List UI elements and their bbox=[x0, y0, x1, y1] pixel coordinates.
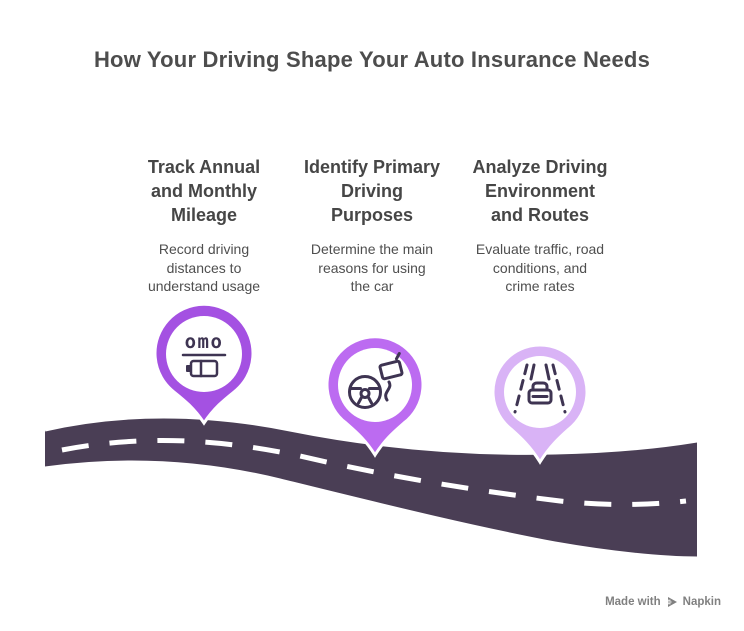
step-3-description-line: conditions, and bbox=[492, 259, 588, 276]
made-with-napkin-badge[interactable]: Made with Napkin bbox=[605, 596, 721, 608]
step-3-heading-line: Environment bbox=[484, 181, 595, 201]
step-2-description-line: the car bbox=[350, 278, 394, 294]
map-pin-mileage: omo bbox=[153, 302, 255, 426]
pin-3-inner-circle bbox=[504, 356, 576, 428]
step-3-description-line: crime rates bbox=[505, 278, 575, 294]
step-3-heading-line: Analyze Driving bbox=[472, 157, 608, 177]
step-3-description: Evaluate traffic, road conditions, and c… bbox=[452, 240, 628, 296]
road-top-edge bbox=[44, 415, 698, 455]
step-1-description-line: understand usage bbox=[147, 278, 261, 294]
pin-2-inner-circle bbox=[338, 348, 412, 422]
step-2-description-line: Determine the main bbox=[310, 241, 434, 257]
step-2-heading: Identify Primary Driving Purposes bbox=[284, 155, 460, 227]
page-title: How Your Driving Shape Your Auto Insuran… bbox=[93, 47, 651, 72]
map-pin-environment bbox=[491, 343, 589, 465]
step-1-heading-line: Mileage bbox=[170, 205, 238, 225]
step-1-description-line: distances to bbox=[166, 259, 242, 276]
step-2-description-line: reasons for using bbox=[318, 259, 426, 276]
odometer-icon: omo bbox=[181, 331, 227, 378]
odometer-gauge bbox=[186, 359, 219, 378]
highway-icon bbox=[513, 363, 567, 414]
step-column-purposes: Identify Primary Driving Purposes Determ… bbox=[284, 155, 460, 296]
step-3-heading: Analyze Driving Environment and Routes bbox=[452, 155, 628, 227]
step-2-heading-line: Purposes bbox=[330, 205, 414, 225]
step-3-description-line: Evaluate traffic, road bbox=[475, 241, 605, 257]
road-bottom-edge bbox=[44, 460, 698, 560]
step-1-description: Record driving distances to understand u… bbox=[116, 240, 292, 296]
odometer-digits: omo bbox=[185, 331, 224, 353]
step-1-heading: Track Annual and Monthly Mileage bbox=[116, 155, 292, 227]
step-3-heading-line: and Routes bbox=[490, 205, 589, 225]
step-2-description: Determine the main reasons for using the… bbox=[284, 240, 460, 296]
steering-wheel-icon bbox=[348, 352, 404, 409]
step-1-description-line: Record driving bbox=[158, 241, 250, 257]
map-pin-purposes bbox=[325, 335, 425, 458]
step-2-heading-line: Driving bbox=[340, 181, 403, 201]
road-surface bbox=[45, 416, 697, 558]
car-glyph bbox=[527, 381, 553, 405]
step-column-mileage: Track Annual and Monthly Mileage Record … bbox=[116, 155, 292, 296]
napkin-logo-icon bbox=[666, 597, 677, 607]
watermark-brand: Napkin bbox=[682, 596, 721, 608]
step-column-environment: Analyze Driving Environment and Routes E… bbox=[452, 155, 628, 296]
step-2-heading-line: Identify Primary bbox=[303, 157, 441, 177]
step-1-heading-line: and Monthly bbox=[151, 181, 257, 201]
step-1-heading-line: Track Annual bbox=[147, 157, 261, 177]
road-center-dashes bbox=[61, 437, 687, 507]
watermark-prefix: Made with bbox=[605, 596, 661, 608]
